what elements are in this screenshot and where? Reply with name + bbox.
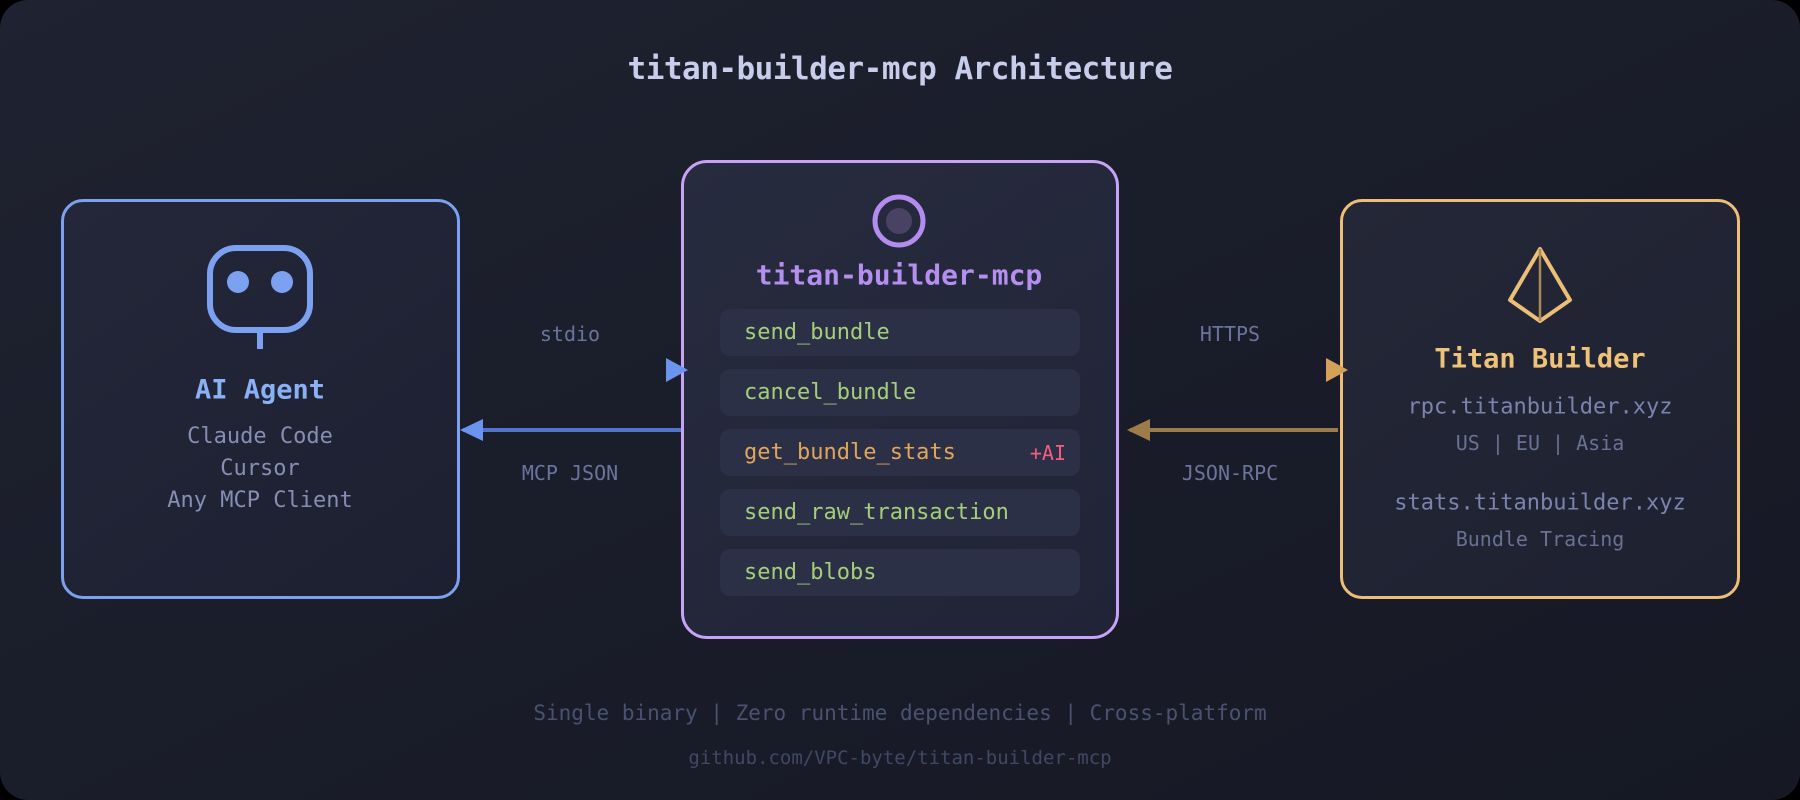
mcp-json-label: MCP JSON <box>521 461 619 485</box>
arrowhead-server-to-agent <box>460 419 483 441</box>
https-label: HTTPS <box>1199 322 1261 346</box>
builder-title: Titan Builder <box>1434 343 1646 375</box>
ai-badge: +AI <box>1029 440 1066 465</box>
robot-icon <box>206 244 314 356</box>
tool-label: send_bundle <box>744 320 890 345</box>
json-rpc-label: JSON-RPC <box>1181 461 1279 485</box>
agent-client-list: Claude Code Cursor Any MCP Client <box>167 421 352 517</box>
diamond-icon <box>1506 246 1574 328</box>
server-node: titan-builder-mcp send_bundle cancel_bun… <box>681 160 1119 639</box>
builder-node: Titan Builder rpc.titanbuilder.xyz US | … <box>1340 199 1740 599</box>
tool-row-send-bundle: send_bundle <box>720 309 1080 356</box>
builder-stats-host: stats.titanbuilder.xyz <box>1394 490 1686 516</box>
tool-row-send-blobs: send_blobs <box>720 549 1080 596</box>
arrowhead-builder-to-server <box>1127 419 1150 441</box>
tool-label: send_raw_transaction <box>744 500 1009 525</box>
builder-rpc-host: rpc.titanbuilder.xyz <box>1407 394 1673 420</box>
agent-client: Claude Code <box>187 424 333 449</box>
tool-row-get-bundle-stats: get_bundle_stats +AI <box>720 429 1080 476</box>
stdio-label: stdio <box>539 322 601 346</box>
status-circle-icon <box>871 193 927 253</box>
builder-regions: US | EU | Asia <box>1455 431 1625 455</box>
tool-label: send_blobs <box>744 560 877 585</box>
builder-stats-note: Bundle Tracing <box>1455 527 1625 551</box>
tool-row-send-raw-transaction: send_raw_transaction <box>720 489 1080 536</box>
footer-features: Single binary | Zero runtime dependencie… <box>533 701 1267 725</box>
agent-node: AI Agent Claude Code Cursor Any MCP Clie… <box>61 199 460 599</box>
tool-row-cancel-bundle: cancel_bundle <box>720 369 1080 416</box>
diagram-title: titan-builder-mcp Architecture <box>627 51 1173 87</box>
agent-client: Cursor <box>220 456 300 481</box>
tool-label: cancel_bundle <box>744 380 917 405</box>
tool-label: get_bundle_stats <box>744 440 956 465</box>
server-title: titan-builder-mcp <box>755 258 1043 292</box>
agent-title: AI Agent <box>194 374 326 406</box>
agent-client: Any MCP Client <box>167 488 353 513</box>
footer-repo-link: github.com/VPC-byte/titan-builder-mcp <box>688 747 1112 769</box>
